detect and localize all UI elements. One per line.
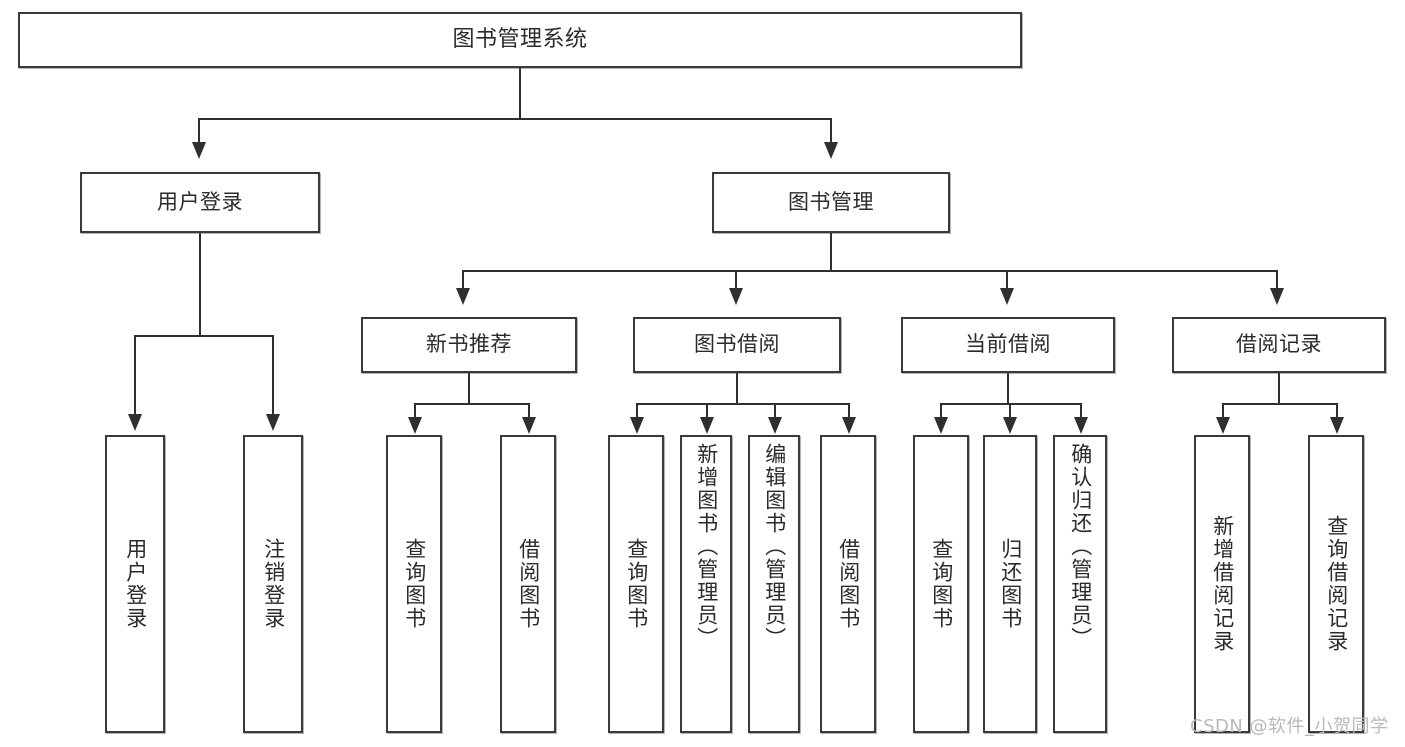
node-label: 图书管理系统	[452, 26, 588, 52]
node-root-system[interactable]: 图书管理系统	[18, 12, 1022, 68]
leaf-user-login[interactable]: 用户登录	[105, 435, 165, 733]
leaf-borrow-book-1[interactable]: 借阅图书	[500, 435, 556, 733]
leaf-label: 新增借阅记录	[1210, 515, 1235, 653]
connector-user-login-drop-2	[272, 335, 274, 417]
arrow-to-leaf-return-book	[1003, 417, 1017, 434]
leaf-logout-login[interactable]: 注销登录	[243, 435, 303, 733]
connector-nbr-drop-2	[528, 403, 530, 419]
leaf-return-book[interactable]: 归还图书	[983, 435, 1037, 733]
connector-bm-drop-4	[1276, 270, 1278, 290]
arrow-to-current-borrow	[1000, 288, 1014, 305]
connector-bb-drop-2	[706, 403, 708, 419]
arrow-to-leaf-borrow-book-2	[842, 417, 856, 434]
leaf-label: 归还图书	[998, 538, 1023, 630]
connector-user-login-bus	[134, 335, 274, 337]
connector-br-drop-1	[1222, 403, 1224, 419]
leaf-label: 确认归还（管理员）	[1068, 443, 1093, 650]
leaf-label: 查询图书	[929, 538, 954, 630]
leaf-label: 借阅图书	[516, 538, 541, 630]
leaf-label: 编辑图书（管理员）	[762, 443, 787, 650]
leaf-label: 注销登录	[261, 538, 286, 630]
connector-cb-stem	[1007, 373, 1009, 405]
leaf-query-book-2[interactable]: 查询图书	[608, 435, 664, 733]
connector-book-manage-stem	[830, 233, 832, 272]
connector-bb-drop-1	[636, 403, 638, 419]
leaf-query-book-1[interactable]: 查询图书	[386, 435, 442, 733]
connector-bm-drop-3	[1006, 270, 1008, 290]
leaf-label: 查询图书	[402, 538, 427, 630]
leaf-confirm-return[interactable]: 确认归还（管理员）	[1053, 435, 1107, 733]
leaf-add-book[interactable]: 新增图书（管理员）	[680, 435, 732, 733]
node-label: 借阅记录	[1236, 332, 1322, 357]
leaf-query-book-3[interactable]: 查询图书	[913, 435, 969, 733]
node-book-manage[interactable]: 图书管理	[712, 172, 950, 233]
connector-root-bus	[198, 118, 832, 120]
connector-br-stem	[1278, 373, 1280, 405]
node-label: 用户登录	[157, 189, 243, 214]
arrow-to-leaf-query-book-3	[934, 417, 948, 434]
connector-cb-bus	[940, 403, 1082, 405]
arrow-to-leaf-borrow-book-1	[522, 417, 536, 434]
arrow-to-borrow-record	[1270, 288, 1284, 305]
connector-bb-stem	[736, 373, 738, 405]
leaf-label: 查询借阅记录	[1324, 515, 1349, 653]
leaf-label: 查询图书	[624, 538, 649, 630]
connector-cb-drop-1	[940, 403, 942, 419]
arrow-to-user-login	[192, 142, 206, 159]
arrow-to-new-book-recommend	[456, 288, 470, 305]
connector-nbr-drop-1	[414, 403, 416, 419]
node-label: 新书推荐	[426, 332, 512, 357]
arrow-to-leaf-query-book-1	[408, 417, 422, 434]
connector-nbr-stem	[468, 373, 470, 405]
leaf-query-record[interactable]: 查询借阅记录	[1308, 435, 1364, 733]
arrow-to-leaf-edit-book	[768, 417, 782, 434]
node-label: 图书管理	[788, 189, 874, 214]
node-new-book-recommend[interactable]: 新书推荐	[361, 317, 577, 373]
connector-cb-drop-2	[1009, 403, 1011, 419]
arrow-to-leaf-query-record	[1330, 417, 1344, 434]
connector-nbr-bus	[414, 403, 530, 405]
leaf-edit-book[interactable]: 编辑图书（管理员）	[748, 435, 800, 733]
node-label: 图书借阅	[694, 332, 780, 357]
arrow-to-leaf-logout-login	[266, 414, 280, 431]
connector-user-login-drop-1	[134, 335, 136, 417]
leaf-label: 用户登录	[123, 538, 148, 630]
arrow-to-leaf-add-book	[700, 417, 714, 434]
connector-bm-drop-1	[462, 270, 464, 290]
arrow-to-leaf-query-book-2	[630, 417, 644, 434]
connector-br-bus	[1222, 403, 1338, 405]
connector-bb-drop-4	[848, 403, 850, 419]
connector-br-drop-2	[1336, 403, 1338, 419]
connector-bb-bus	[636, 403, 850, 405]
connector-root-drop-left	[198, 118, 200, 144]
connector-root-stem	[519, 68, 521, 120]
arrow-to-leaf-add-record	[1216, 417, 1230, 434]
arrow-to-book-manage	[824, 142, 838, 159]
connector-root-drop-right	[830, 118, 832, 144]
arrow-to-leaf-confirm-return	[1074, 417, 1088, 434]
node-borrow-record[interactable]: 借阅记录	[1172, 317, 1386, 373]
leaf-label: 借阅图书	[836, 538, 861, 630]
node-label: 当前借阅	[965, 332, 1051, 357]
connector-user-login-stem	[199, 233, 201, 335]
connector-cb-drop-3	[1080, 403, 1082, 419]
leaf-add-record[interactable]: 新增借阅记录	[1194, 435, 1250, 733]
arrow-to-book-borrow	[729, 288, 743, 305]
leaf-borrow-book-2[interactable]: 借阅图书	[820, 435, 876, 733]
node-current-borrow[interactable]: 当前借阅	[901, 317, 1115, 373]
leaf-label: 新增图书（管理员）	[694, 443, 719, 650]
connector-book-manage-bus	[462, 270, 1278, 272]
connector-bb-drop-3	[774, 403, 776, 419]
node-book-borrow[interactable]: 图书借阅	[633, 317, 841, 373]
csdn-watermark: CSDN @软件_小贺同学	[1190, 716, 1389, 737]
node-user-login[interactable]: 用户登录	[80, 172, 320, 233]
connector-bm-drop-2	[735, 270, 737, 290]
arrow-to-leaf-user-login	[128, 414, 142, 431]
